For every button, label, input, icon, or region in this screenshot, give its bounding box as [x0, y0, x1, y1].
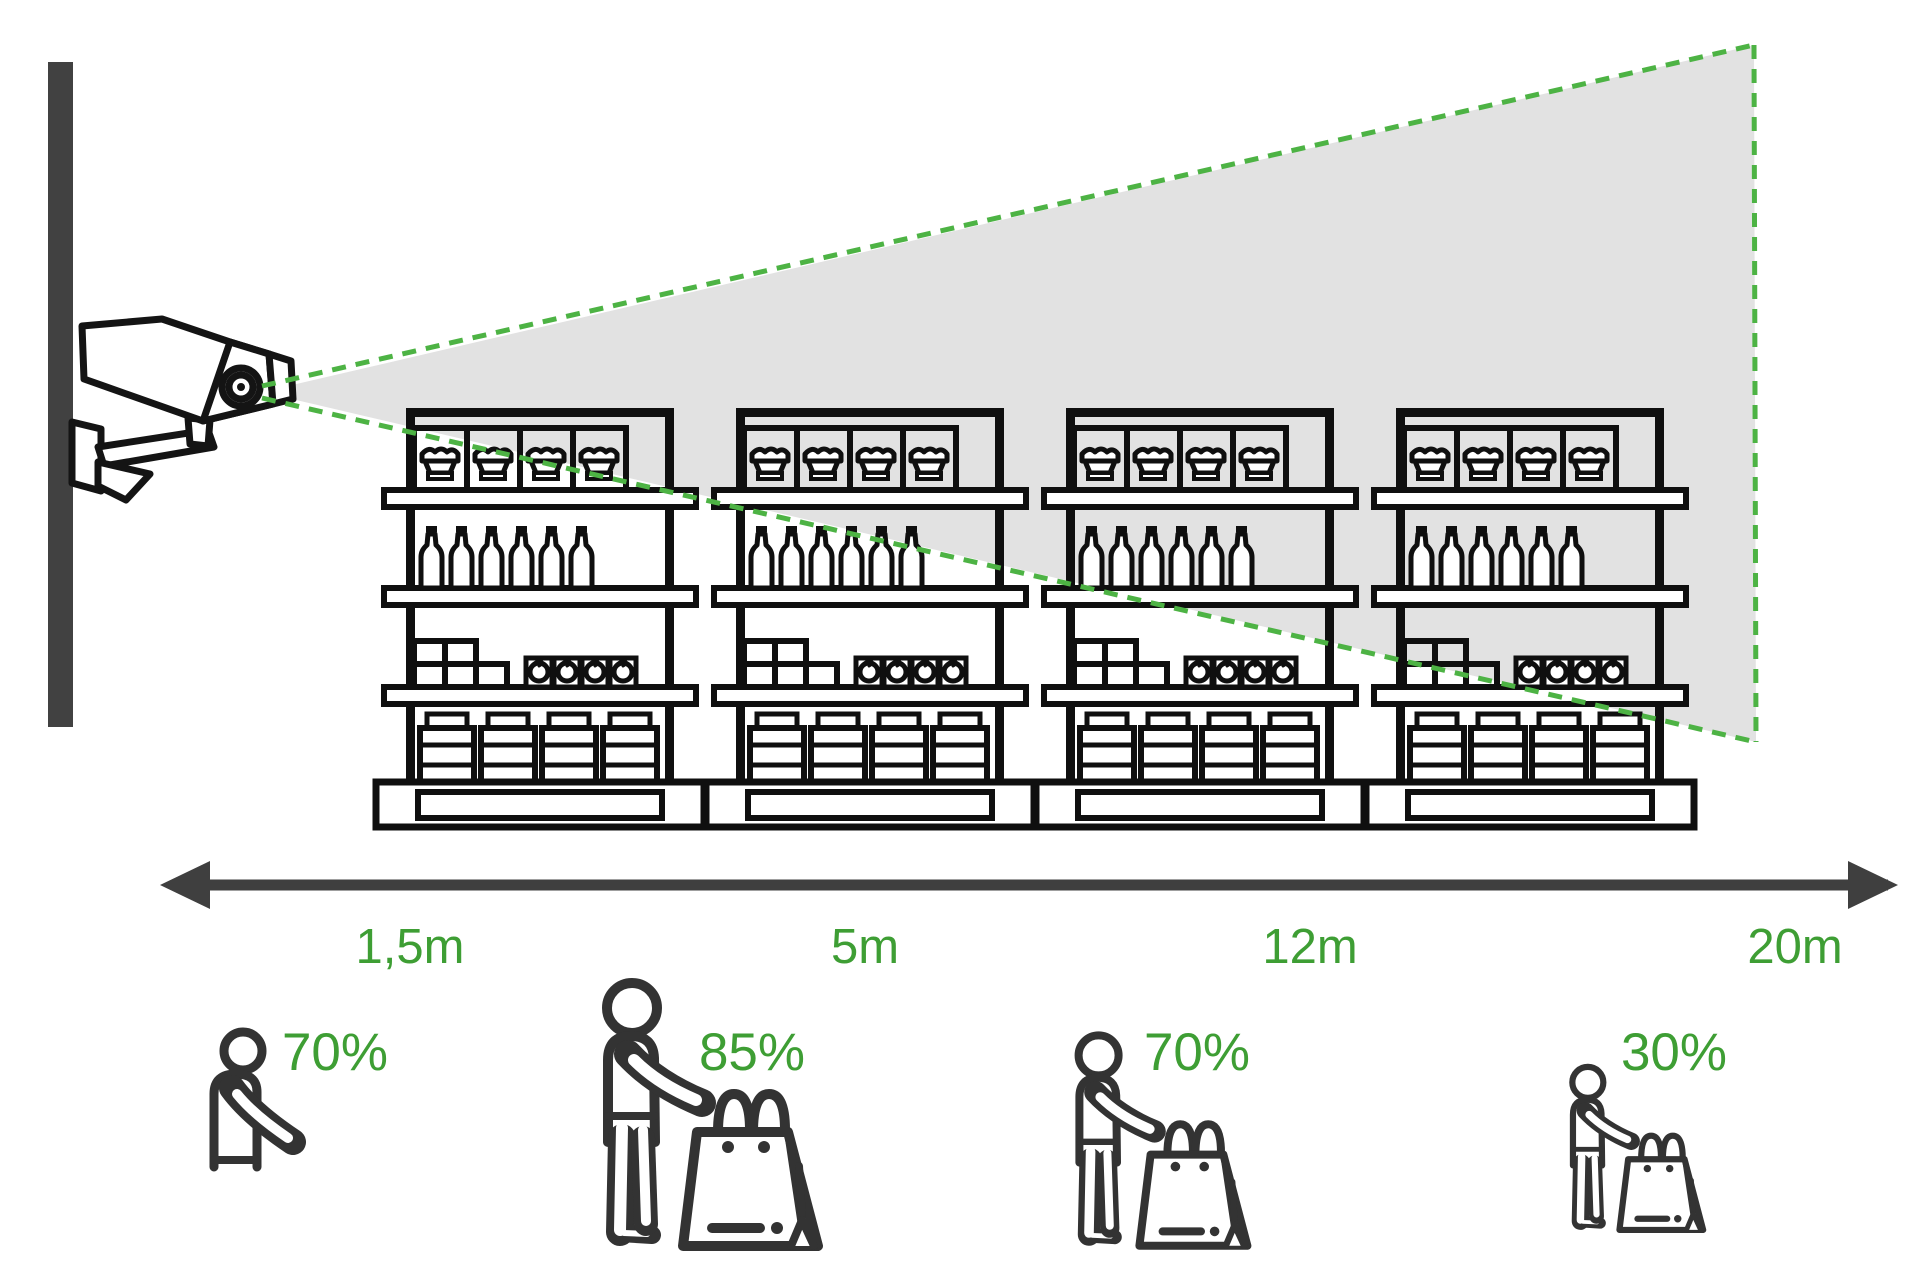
person-with-shopping-bag-icon-20m	[1572, 1067, 1703, 1230]
distance-label-20m: 20m	[1747, 920, 1843, 974]
accuracy-label-5m: 85%	[698, 1023, 806, 1082]
cctv-camera-icon	[68, 315, 297, 504]
distance-label-12m: 12m	[1262, 920, 1358, 974]
accuracy-label-20m: 30%	[1620, 1023, 1728, 1082]
accuracy-label-1-5m: 70%	[281, 1023, 389, 1082]
fov-dashed-lines	[261, 42, 1759, 745]
wall	[48, 62, 73, 727]
field-of-view-cone	[262, 45, 1756, 742]
double-headed-arrow-icon	[160, 861, 1898, 909]
distance-label-5m: 5m	[830, 920, 900, 974]
distance-label-1-5m: 1,5m	[355, 920, 465, 974]
accuracy-label-12m: 70%	[1143, 1023, 1251, 1082]
